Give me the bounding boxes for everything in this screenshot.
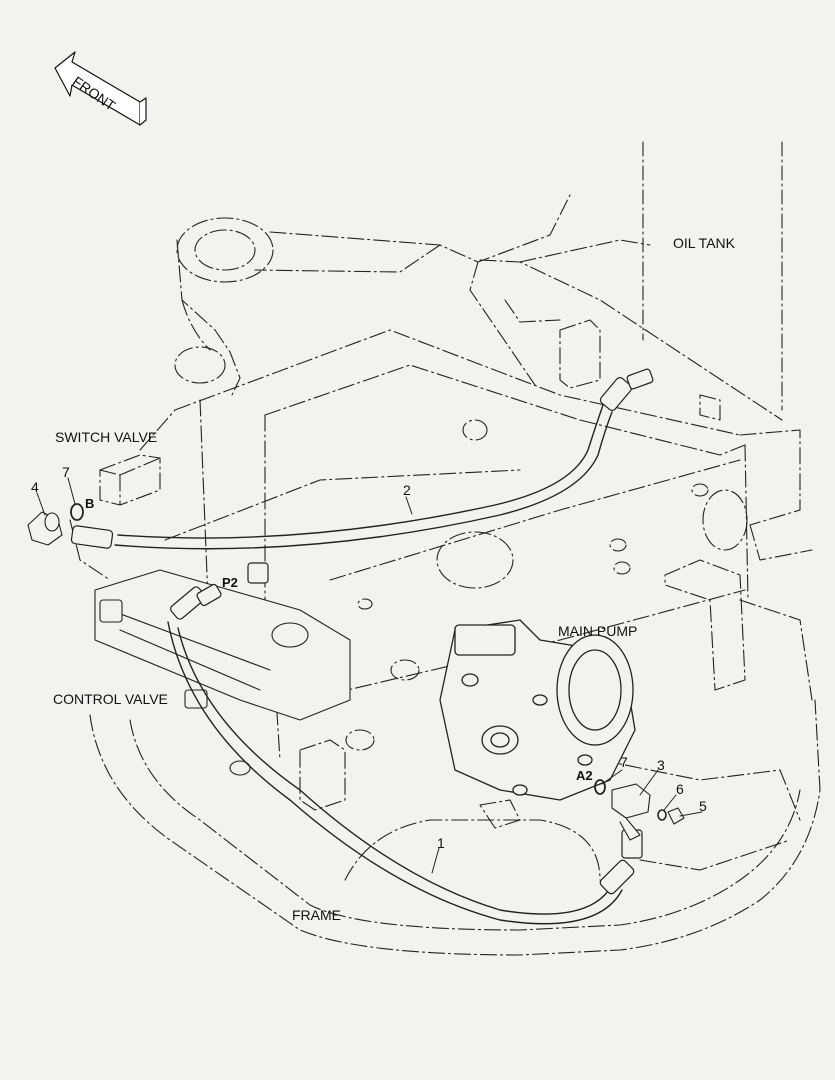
main-pump-label: MAIN PUMP (558, 623, 638, 639)
switch-valve-label: SWITCH VALVE (55, 429, 158, 445)
hose-1 (167, 621, 623, 925)
o-ring-7-bottom (594, 779, 606, 795)
hose-2 (114, 404, 613, 550)
main-pump (439, 619, 636, 801)
fitting-4 (27, 511, 63, 546)
o-ring-6 (657, 809, 667, 821)
o-ring-7-top (70, 503, 84, 521)
port-b-label: B (85, 496, 95, 511)
control-valve-label: CONTROL VALVE (53, 691, 168, 707)
callout-leaders (36, 477, 703, 874)
callout-4: 4 (31, 479, 39, 495)
control-valve (94, 569, 351, 776)
elbow-3 (611, 783, 651, 841)
front-arrow-icon (54, 51, 147, 126)
callout-1: 1 (437, 835, 445, 851)
plug-5 (667, 807, 685, 825)
oil-tank-outline (642, 141, 783, 411)
callout-6: 6 (676, 781, 684, 797)
upper-frame-structure (69, 194, 821, 956)
callout-3: 3 (657, 757, 665, 773)
frame-label: FRAME (292, 907, 341, 923)
callout-7-top: 7 (62, 464, 70, 480)
port-p2-label: P2 (222, 575, 238, 590)
callout-7-bottom: 7 (620, 754, 628, 770)
callout-5: 5 (699, 798, 707, 814)
port-a2-label: A2 (576, 768, 593, 783)
callout-2: 2 (403, 482, 411, 498)
oil-tank-label: OIL TANK (673, 235, 735, 251)
